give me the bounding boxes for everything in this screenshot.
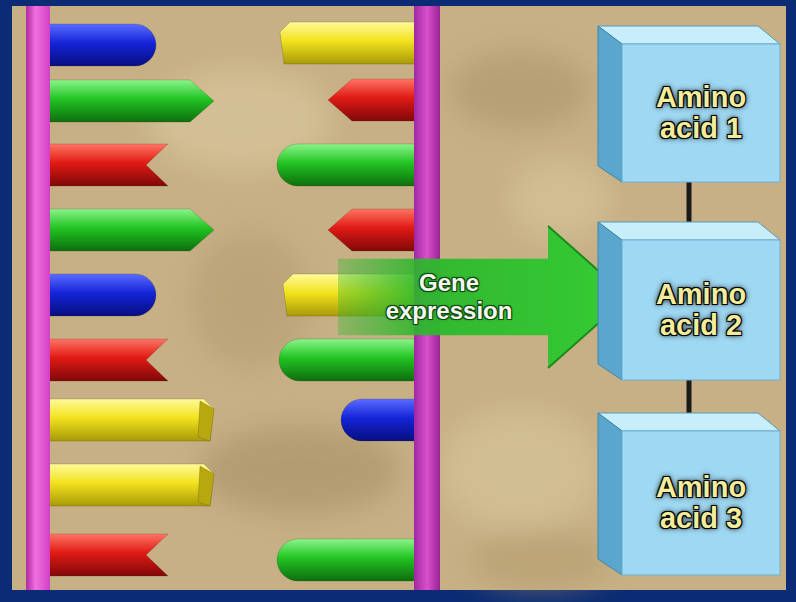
dna-strand [26, 6, 50, 590]
process-label: Gene expression [386, 269, 513, 324]
cube-front [622, 44, 780, 182]
base-yellow [48, 464, 214, 506]
base-yellow [280, 22, 416, 64]
base-green [279, 339, 416, 381]
base-green [48, 209, 214, 251]
base-yellow [48, 399, 214, 441]
base-blue [48, 24, 156, 66]
base-red [48, 534, 168, 576]
text-area: Amino acid 3 [622, 431, 780, 575]
cube-side [598, 222, 622, 380]
connector-line [687, 380, 692, 413]
cube-front [622, 431, 780, 575]
base-bevel [198, 466, 214, 506]
cube-top [598, 413, 780, 431]
base-green [277, 144, 416, 186]
texture-blot [440, 410, 600, 530]
amino-acid-cube: Amino acid 2 [598, 222, 780, 380]
node-label: Amino acid 1 [656, 82, 746, 143]
cube-top [598, 26, 780, 44]
base-bevel [198, 401, 214, 441]
base-red [48, 339, 168, 381]
cube-top [598, 222, 780, 240]
texture-blot [470, 530, 610, 590]
amino-acid-cube: Amino acid 3 [598, 413, 780, 575]
background [12, 6, 786, 590]
node-label: Amino acid 3 [656, 472, 746, 533]
base-green [48, 80, 214, 122]
cube-front [622, 240, 780, 380]
process-arrow: Gene expression [338, 226, 628, 368]
text-area: Amino acid 2 [622, 240, 780, 380]
text-area: Gene expression [354, 259, 544, 336]
arrow-body [338, 226, 628, 368]
base-blue [341, 399, 416, 441]
base-red [48, 144, 168, 186]
amino-acid-cube: Amino acid 1 [598, 26, 780, 182]
base-blue [48, 274, 156, 316]
cube-side [598, 413, 622, 575]
texture-blot [510, 160, 610, 240]
base-red [328, 209, 416, 251]
texture-blot [450, 50, 590, 130]
connector-line [687, 182, 692, 222]
node-label: Amino acid 2 [656, 279, 746, 340]
cube-side [598, 26, 622, 182]
base-red [328, 79, 416, 121]
base-green [277, 539, 416, 581]
text-area: Amino acid 1 [622, 44, 780, 182]
